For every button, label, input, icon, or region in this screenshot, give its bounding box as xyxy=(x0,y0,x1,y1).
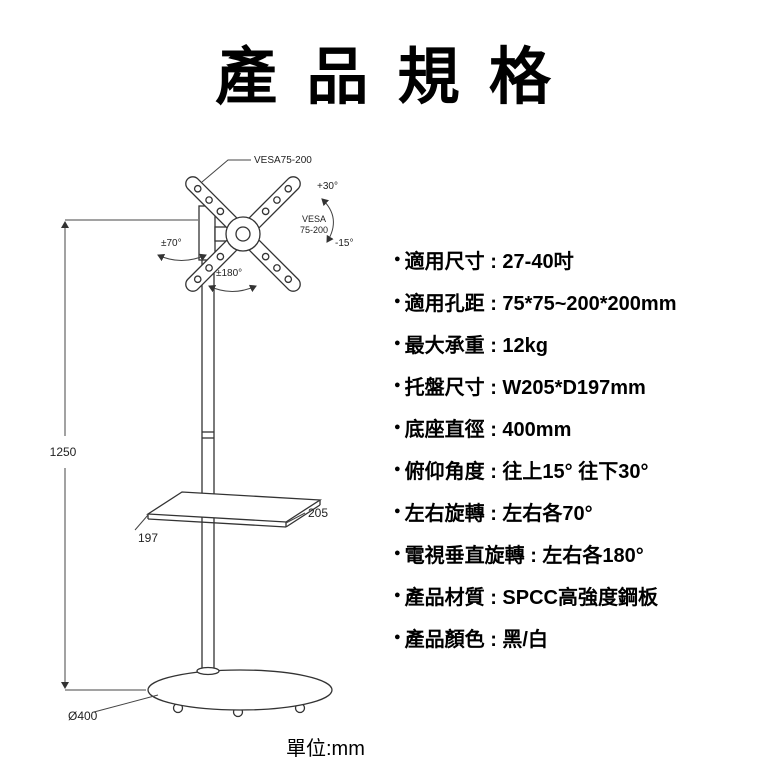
spec-text: 最大承重 : 12kg xyxy=(404,334,549,357)
spec-item: ● 適用孔距 : 75*75~200*200mm xyxy=(394,280,676,322)
spec-text: 適用孔距 : 75*75~200*200mm xyxy=(404,292,677,315)
base-diameter-leader xyxy=(93,694,159,713)
tray-width-label: 205 xyxy=(308,506,328,520)
base-diameter-label: Ø400 xyxy=(68,709,98,723)
bullet-icon: ● xyxy=(394,546,401,559)
spec-text: 托盤尺寸 : W205*D197mm xyxy=(404,376,646,399)
vesa-bracket xyxy=(185,176,301,292)
unit-label: 單位:mm xyxy=(286,738,365,760)
spec-item: ● 適用尺寸 : 27-40吋 xyxy=(394,238,676,280)
vesa-arm xyxy=(185,238,239,292)
swivel-arc xyxy=(157,253,207,262)
stand-diagram: VESA75-200 +30° VESA 75-200 -15° ±70° ±1… xyxy=(50,155,354,723)
tilt-down-label: -15° xyxy=(335,238,353,249)
tray-depth-label: 197 xyxy=(138,531,158,545)
bullet-icon: ● xyxy=(394,378,401,391)
spec-list: ● 適用尺寸 : 27-40吋 ● 適用孔距 : 75*75~200*200mm… xyxy=(394,238,676,658)
spec-item: ● 左右旋轉 : 左右各70° xyxy=(394,490,676,532)
rotation-arc xyxy=(208,284,257,293)
vesa-top-label: VESA75-200 xyxy=(254,155,312,166)
bullet-icon: ● xyxy=(394,252,401,265)
tray-depth-leader xyxy=(134,514,149,531)
page-title: 產 品 規 格 xyxy=(215,43,557,112)
height-dimension: 1250 xyxy=(50,219,198,691)
swivel-label: ±70° xyxy=(161,238,182,249)
bullet-icon: ● xyxy=(394,588,401,601)
pole xyxy=(196,260,220,676)
spec-item: ● 底座直徑 : 400mm xyxy=(394,406,676,448)
bullet-icon: ● xyxy=(394,630,401,643)
spec-text: 產品顏色 : 黑/白 xyxy=(404,628,548,651)
tilt-up-label: +30° xyxy=(317,181,338,192)
spec-item: ● 產品顏色 : 黑/白 xyxy=(394,616,676,658)
spec-item: ● 產品材質 : SPCC高強度鋼板 xyxy=(394,574,676,616)
spec-text: 產品材質 : SPCC高強度鋼板 xyxy=(404,586,658,609)
bullet-icon: ● xyxy=(394,462,401,475)
height-label: 1250 xyxy=(50,445,77,459)
tilt-arc xyxy=(321,198,334,243)
tray-width-leader xyxy=(285,512,306,524)
bullet-icon: ● xyxy=(394,420,401,433)
rotation-label: ±180° xyxy=(216,268,242,279)
vesa-center-label-line2: 75-200 xyxy=(300,225,328,235)
spec-item: ● 托盤尺寸 : W205*D197mm xyxy=(394,364,676,406)
spec-text: 電視垂直旋轉 : 左右各180° xyxy=(404,544,644,567)
bullet-icon: ● xyxy=(394,336,401,349)
spec-text: 左右旋轉 : 左右各70° xyxy=(404,502,593,525)
tray xyxy=(145,491,323,528)
spec-text: 適用尺寸 : 27-40吋 xyxy=(404,250,574,273)
bracket-hub xyxy=(225,216,261,252)
base xyxy=(147,669,333,711)
vesa-top-leader xyxy=(201,159,251,183)
spec-item: ● 最大承重 : 12kg xyxy=(394,322,676,364)
spec-text: 底座直徑 : 400mm xyxy=(404,418,572,441)
spec-text: 俯仰角度 : 往上15° 往下30° xyxy=(404,460,649,483)
bullet-icon: ● xyxy=(394,294,401,307)
bullet-icon: ● xyxy=(394,504,401,517)
mount-plate xyxy=(198,205,230,261)
spec-item: ● 俯仰角度 : 往上15° 往下30° xyxy=(394,448,676,490)
vesa-center-label-line1: VESA xyxy=(302,214,326,224)
spec-item: ● 電視垂直旋轉 : 左右各180° xyxy=(394,532,676,574)
